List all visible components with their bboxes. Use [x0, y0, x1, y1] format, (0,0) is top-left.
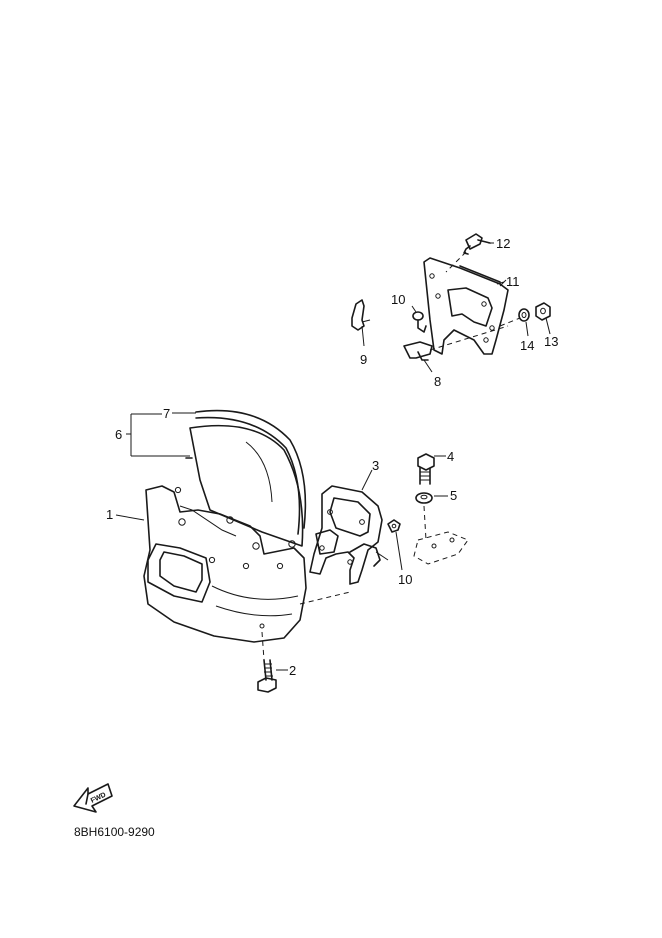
part-1-cowling	[143, 485, 307, 643]
callout-9: 9	[360, 352, 367, 367]
callout-1: 1	[106, 507, 113, 522]
part-9-clip	[351, 299, 371, 347]
part-10-lower-screw	[387, 519, 401, 533]
callout-4: 4	[447, 449, 454, 464]
callout-10-lower: 10	[398, 572, 412, 587]
callout-12: 12	[496, 236, 510, 251]
part-13-nut	[535, 302, 551, 335]
part-11-bracket	[423, 257, 509, 355]
fwd-arrow-icon: FWD	[73, 783, 113, 813]
callout-10-upper: 10	[391, 292, 405, 307]
part-3-stay	[309, 485, 389, 585]
callout-7: 7	[163, 406, 170, 421]
callout-13: 13	[544, 334, 558, 349]
part-6-windscreen	[185, 424, 304, 547]
callout-3: 3	[372, 458, 379, 473]
callout-14: 14	[520, 338, 534, 353]
part-12-bolt	[463, 233, 491, 255]
drawing-code: 8BH6100-9290	[74, 825, 155, 839]
part-8-plate	[403, 341, 433, 373]
callout-2: 2	[289, 663, 296, 678]
bracket-plate-lower	[413, 531, 469, 565]
part-2-bolt	[257, 659, 277, 693]
part-7-trim-strip	[195, 409, 307, 535]
part-5-washer	[415, 492, 433, 504]
callout-5: 5	[450, 488, 457, 503]
part-10-upper-screw	[411, 305, 427, 333]
leader-lines	[115, 242, 505, 671]
callout-11: 11	[506, 274, 520, 289]
part-4-bolt	[417, 453, 435, 485]
callout-8: 8	[434, 374, 441, 389]
callout-6: 6	[115, 427, 122, 442]
part-14-collar	[518, 308, 530, 337]
